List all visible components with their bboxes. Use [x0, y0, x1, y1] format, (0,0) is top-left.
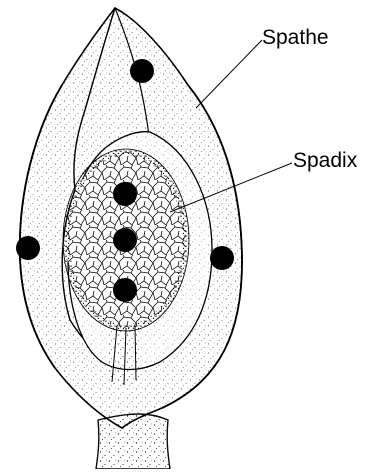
spathe-leader-line	[196, 40, 262, 108]
spadix-stalk	[109, 326, 140, 385]
marker-spadix-upper	[113, 182, 137, 206]
marker-spadix-middle	[113, 228, 137, 252]
marker-spadix-lower	[113, 278, 137, 302]
spadix-label: Spadix	[293, 150, 357, 171]
spathe-label: Spathe	[262, 27, 329, 48]
stalk	[96, 414, 170, 469]
marker-spathe-top	[130, 59, 154, 83]
marker-spathe-left	[16, 236, 40, 260]
marker-spathe-right	[210, 246, 234, 270]
